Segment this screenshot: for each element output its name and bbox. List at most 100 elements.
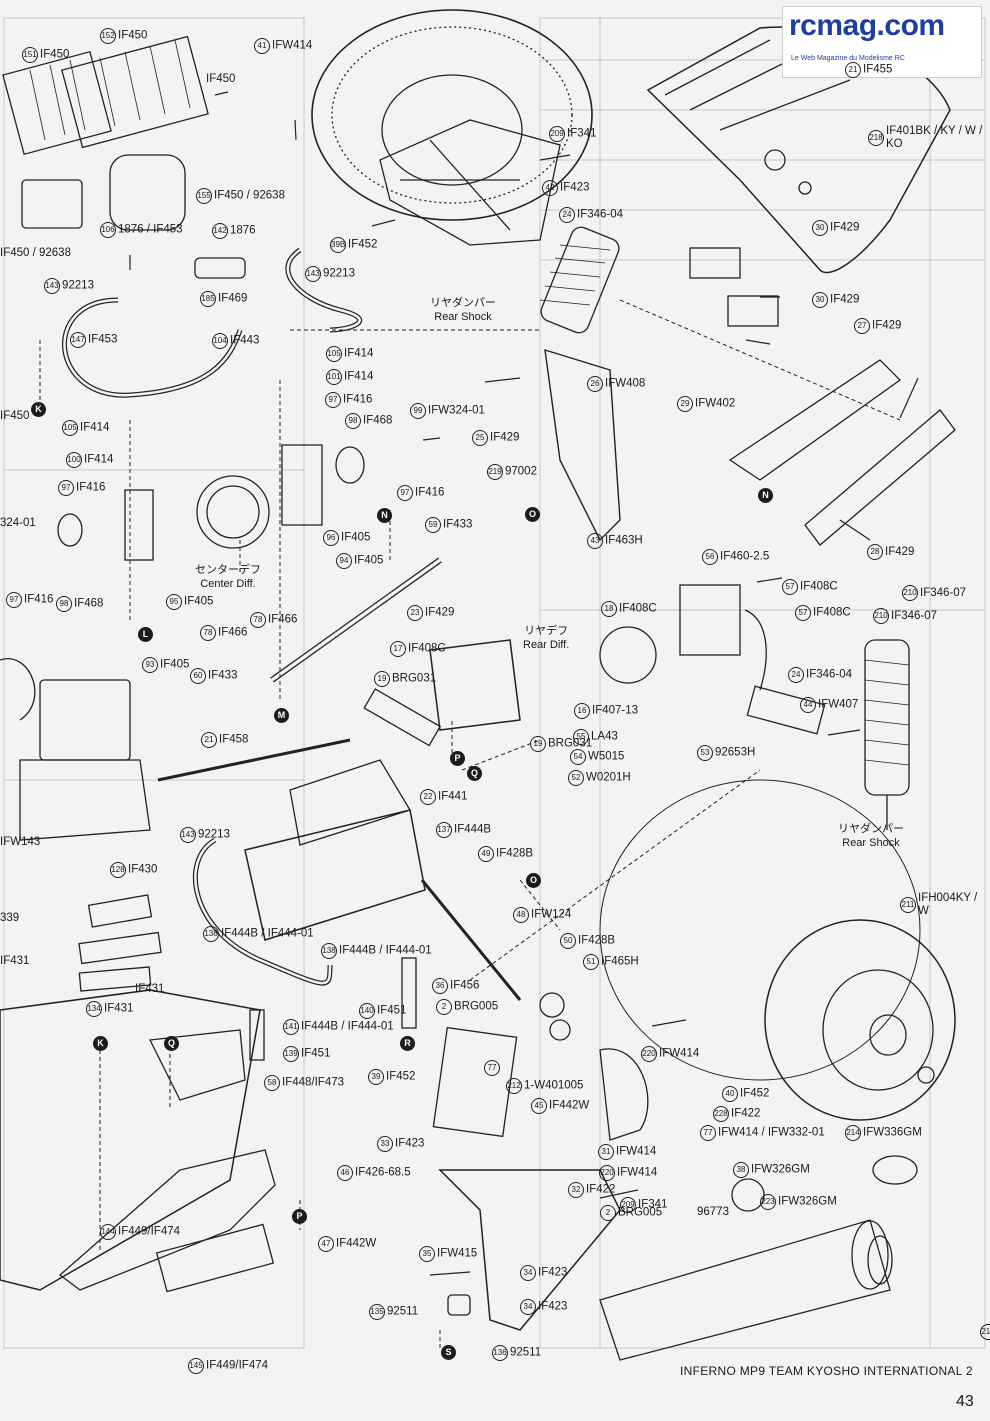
part-number-circle: 23: [407, 605, 423, 621]
part-callout: 218IF401BK / KY / W / KO: [868, 125, 986, 151]
part-code: IF405: [160, 658, 190, 671]
part-number-circle: 209: [620, 1197, 636, 1213]
part-number-circle: 136: [492, 1345, 508, 1361]
assembly-marker-q: Q: [467, 766, 482, 781]
part-number-circle: 99: [410, 403, 426, 419]
rear-diff-caption-en: Rear Diff.: [523, 639, 570, 651]
part-number-circle: 27: [854, 318, 870, 334]
part-number-circle: 151: [22, 47, 38, 63]
part-code: IF423: [538, 1266, 568, 1279]
part-code: IF429: [425, 606, 455, 619]
part-number-circle: 93: [142, 657, 158, 673]
part-number-circle: 78: [250, 612, 266, 628]
center-diff-caption: センターデフ Center Diff.: [195, 563, 261, 591]
part-number-circle: 45: [531, 1098, 547, 1114]
part-number-circle: 53: [697, 745, 713, 761]
part-code: IF469: [218, 292, 248, 305]
part-code: IFW336GM: [863, 1126, 922, 1139]
footer-model-line: INFERNO MP9 TEAM KYOSHO INTERNATIONAL 2: [680, 1364, 973, 1378]
part-number-circle: 97: [6, 592, 22, 608]
rear-shock-caption-2-en: Rear Shock: [842, 837, 900, 849]
part-code: IF429: [490, 431, 520, 444]
part-code: IF405: [184, 595, 214, 608]
part-code: IF422: [586, 1183, 616, 1196]
part-code: IF450: [206, 73, 236, 85]
part-code: IF416: [24, 593, 54, 606]
part-callout: IF431: [135, 983, 164, 997]
part-code: IF444B / IF444-01: [301, 1020, 394, 1033]
part-number-circle: 220: [641, 1046, 657, 1062]
part-code: IF414: [80, 421, 110, 434]
part-number-circle: 143: [44, 278, 60, 294]
part-code: 97002: [505, 465, 537, 478]
part-code: IF431: [104, 1002, 134, 1015]
part-code: IF346-07: [891, 609, 938, 622]
part-number-circle: 137: [436, 822, 452, 838]
part-code: IF453: [88, 333, 118, 346]
part-number-circle: 49: [478, 846, 494, 862]
part-number-circle: 2: [436, 999, 452, 1015]
part-code: IFW324-01: [428, 404, 485, 417]
part-code: IF429: [872, 319, 902, 332]
part-code: IF414: [344, 347, 374, 360]
part-code: IF468: [363, 414, 393, 427]
part-code: IF463H: [605, 534, 643, 547]
part-code: IFW415: [437, 1247, 478, 1260]
part-number-circle: 77: [700, 1125, 716, 1141]
part-code: IF444B: [454, 823, 492, 836]
part-code: IF408C: [800, 580, 838, 593]
part-number-circle: 46: [337, 1165, 353, 1181]
part-number-circle: 30: [812, 220, 828, 236]
assembly-marker-p: P: [450, 751, 465, 766]
part-number-circle: 210: [873, 608, 889, 624]
part-number-circle: 16: [574, 703, 590, 719]
part-number-circle: 100: [66, 452, 82, 468]
part-number-circle: 98: [345, 413, 361, 429]
part-callout: 339: [0, 912, 19, 926]
part-callout: 324-01: [0, 517, 36, 531]
part-code: IF346-04: [806, 668, 853, 681]
part-callout: IF450 / 92638: [0, 247, 71, 261]
part-number-circle: 60: [190, 668, 206, 684]
part-number-circle: 43: [587, 533, 603, 549]
part-number-circle: 35: [419, 1246, 435, 1262]
part-number-circle: 142: [212, 223, 228, 239]
part-number-circle: 25: [472, 430, 488, 446]
part-code: 92653H: [715, 746, 756, 759]
part-code: W5015: [588, 750, 625, 763]
part-code: IF429: [830, 293, 860, 306]
assembly-marker-p: P: [292, 1209, 307, 1224]
part-code: IF450 / 92638: [0, 247, 71, 259]
part-number-circle: 210: [902, 585, 918, 601]
part-number-circle: 185: [200, 291, 216, 307]
part-callout: 77: [484, 1060, 502, 1076]
part-number-circle: 58: [264, 1075, 280, 1091]
part-code: IF431: [135, 983, 165, 995]
part-code: IF429: [830, 221, 860, 234]
